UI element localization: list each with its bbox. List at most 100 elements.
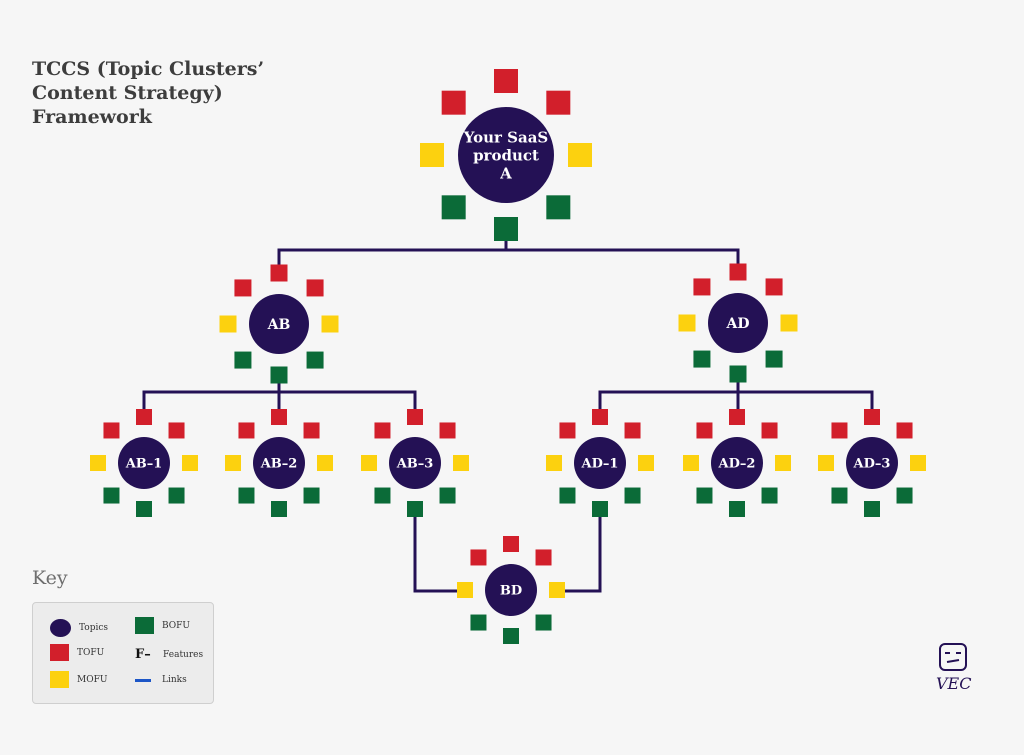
tofu-square (864, 409, 880, 425)
topic-circle (458, 107, 554, 203)
tofu-square (693, 278, 711, 296)
bofu-square (729, 501, 745, 517)
connector-bd-links (413, 510, 602, 593)
tofu-square (729, 409, 745, 425)
legend-tofu-label: TOFU (77, 647, 105, 658)
legend-bofu-label: BOFU (162, 620, 190, 631)
key-heading: Key (32, 567, 68, 589)
logo-text: VEC (936, 674, 972, 693)
bofu-square (238, 487, 255, 504)
topic-label: AB–3 (396, 457, 434, 472)
topic-circle (249, 294, 309, 354)
tofu-square (441, 90, 466, 115)
mofu-square (317, 455, 333, 471)
mofu-square (818, 455, 834, 471)
bofu-square (103, 487, 120, 504)
bofu-square (624, 487, 641, 504)
bofu-square (470, 614, 487, 631)
bofu-square (439, 487, 456, 504)
bofu-square (729, 365, 747, 383)
tofu-square (234, 279, 252, 297)
bofu-square (303, 487, 320, 504)
topic-node-bd: BD (457, 536, 565, 644)
topic-circle (485, 564, 537, 616)
topic-node-ad: AD (678, 263, 798, 383)
topic-label: AB–1 (125, 457, 163, 472)
topic-label: AB (267, 317, 291, 333)
link-line-swatch (135, 678, 151, 682)
tofu-square (831, 422, 848, 439)
bofu-square (896, 487, 913, 504)
mofu-square (546, 455, 562, 471)
tofu-square (503, 536, 519, 552)
mofu-square (219, 315, 237, 333)
robot-face-icon (939, 643, 967, 671)
topic-label: product (473, 146, 539, 164)
bofu-square (693, 350, 711, 368)
bofu-square (168, 487, 185, 504)
topic-circle (389, 437, 441, 489)
legend-features-label: Features (163, 649, 204, 660)
bofu-square (407, 501, 423, 517)
bofu-square (546, 195, 571, 220)
mofu-square (568, 143, 592, 167)
topic-label: AD–1 (581, 457, 619, 472)
topic-node-ab: AB (219, 264, 339, 384)
tofu-square (306, 279, 324, 297)
title-line-3: Framework (32, 106, 152, 128)
mofu-square (775, 455, 791, 471)
topic-node-ab1: AB–1 (90, 409, 198, 517)
topic-label: AD–2 (718, 457, 756, 472)
tofu-square (270, 264, 288, 282)
title-line-1: TCCS (Topic Clusters’ (32, 58, 265, 80)
mofu-square (453, 455, 469, 471)
mofu-square (678, 314, 696, 332)
mofu-square (457, 582, 473, 598)
mofu-square (321, 315, 339, 333)
diagram-title: TCCS (Topic Clusters’ Content Strategy) … (32, 57, 264, 129)
topic-circle (711, 437, 763, 489)
tofu-square (303, 422, 320, 439)
topic-circle (118, 437, 170, 489)
bofu-square (864, 501, 880, 517)
topic-node-ab3: AB–3 (361, 409, 469, 517)
tofu-square (729, 263, 747, 281)
topic-node-ad1: AD–1 (546, 409, 654, 517)
tofu-square (470, 549, 487, 566)
tofu-square (535, 549, 552, 566)
tofu-square (168, 422, 185, 439)
tofu-swatch (50, 644, 69, 661)
tofu-square (374, 422, 391, 439)
topic-label: AD–3 (853, 457, 891, 472)
tofu-square (494, 69, 518, 93)
legend-topics: Topics (50, 619, 108, 637)
legend-bofu: BOFU (135, 617, 190, 634)
legend: Topics TOFU MOFU BOFU F– Features Links (32, 602, 214, 704)
tofu-square (761, 422, 778, 439)
legend-mofu: MOFU (50, 671, 107, 688)
bofu-square (592, 501, 608, 517)
topic-circle (253, 437, 305, 489)
mofu-square (910, 455, 926, 471)
bofu-square (306, 351, 324, 369)
mofu-square (361, 455, 377, 471)
topic-circle (574, 437, 626, 489)
topic-node-ad2: AD–2 (683, 409, 791, 517)
mofu-swatch (50, 671, 69, 688)
topic-node-ab2: AB–2 (225, 409, 333, 517)
legend-tofu: TOFU (50, 644, 104, 661)
tofu-square (103, 422, 120, 439)
tofu-square (238, 422, 255, 439)
bofu-square (270, 366, 288, 384)
mofu-square (182, 455, 198, 471)
mofu-square (683, 455, 699, 471)
legend-topics-label: Topics (79, 623, 109, 633)
topic-label: AB–2 (260, 457, 298, 472)
topic-label: A (499, 164, 512, 182)
legend-mofu-label: MOFU (77, 674, 108, 685)
bofu-square (494, 217, 518, 241)
mofu-square (90, 455, 106, 471)
